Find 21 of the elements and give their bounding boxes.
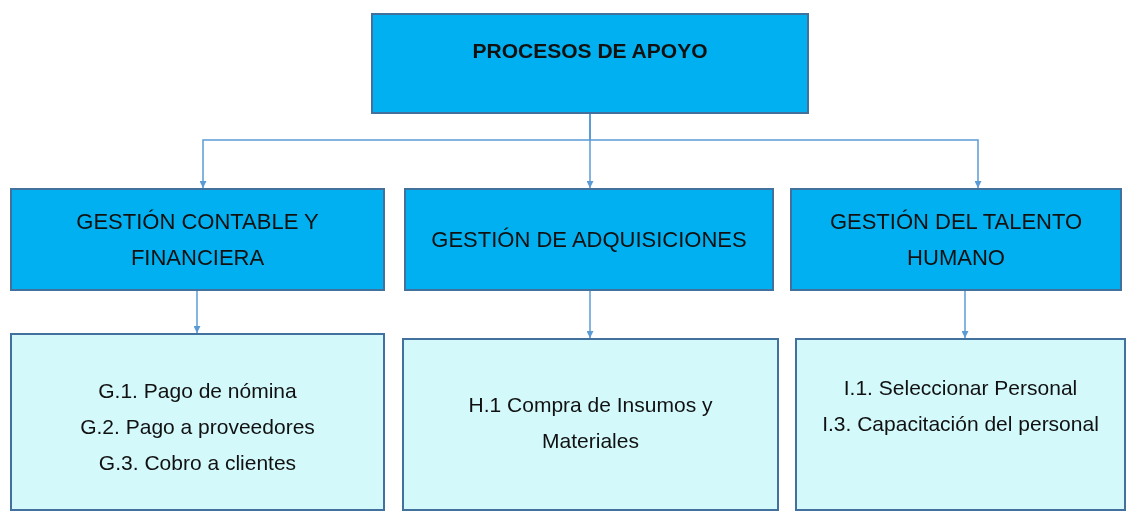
arrow (586, 290, 594, 339)
activity-text: G.3. Cobro a clientes (98, 450, 297, 476)
process-title: GESTIÓN CONTABLE Y FINANCIERA (75, 207, 320, 272)
process-box (404, 188, 774, 291)
process-title: GESTIÓN DE ADQUISICIONES (431, 225, 747, 254)
title-box (371, 13, 809, 114)
activity-text: G.1. Pago de nómina (98, 378, 297, 404)
activity-text: H.1 Compra de Insumos y Materiales (467, 392, 714, 454)
process-title: PROCESOS DE APOYO (472, 39, 708, 63)
activity-text: I.3. Capacitación del personal (822, 411, 1099, 437)
process-box (10, 188, 385, 291)
arrow (589, 113, 982, 189)
arrow (193, 290, 201, 334)
arrow (961, 290, 969, 339)
process-title: GESTIÓN DEL TALENTO HUMANO (828, 207, 1084, 272)
process-box (790, 188, 1122, 291)
activity-box (402, 338, 779, 511)
activity-text: I.1. Seleccionar Personal (843, 375, 1078, 401)
activity-text: G.2. Pago a proveedores (80, 414, 315, 440)
activity-box (795, 338, 1126, 511)
activity-box (10, 333, 385, 511)
